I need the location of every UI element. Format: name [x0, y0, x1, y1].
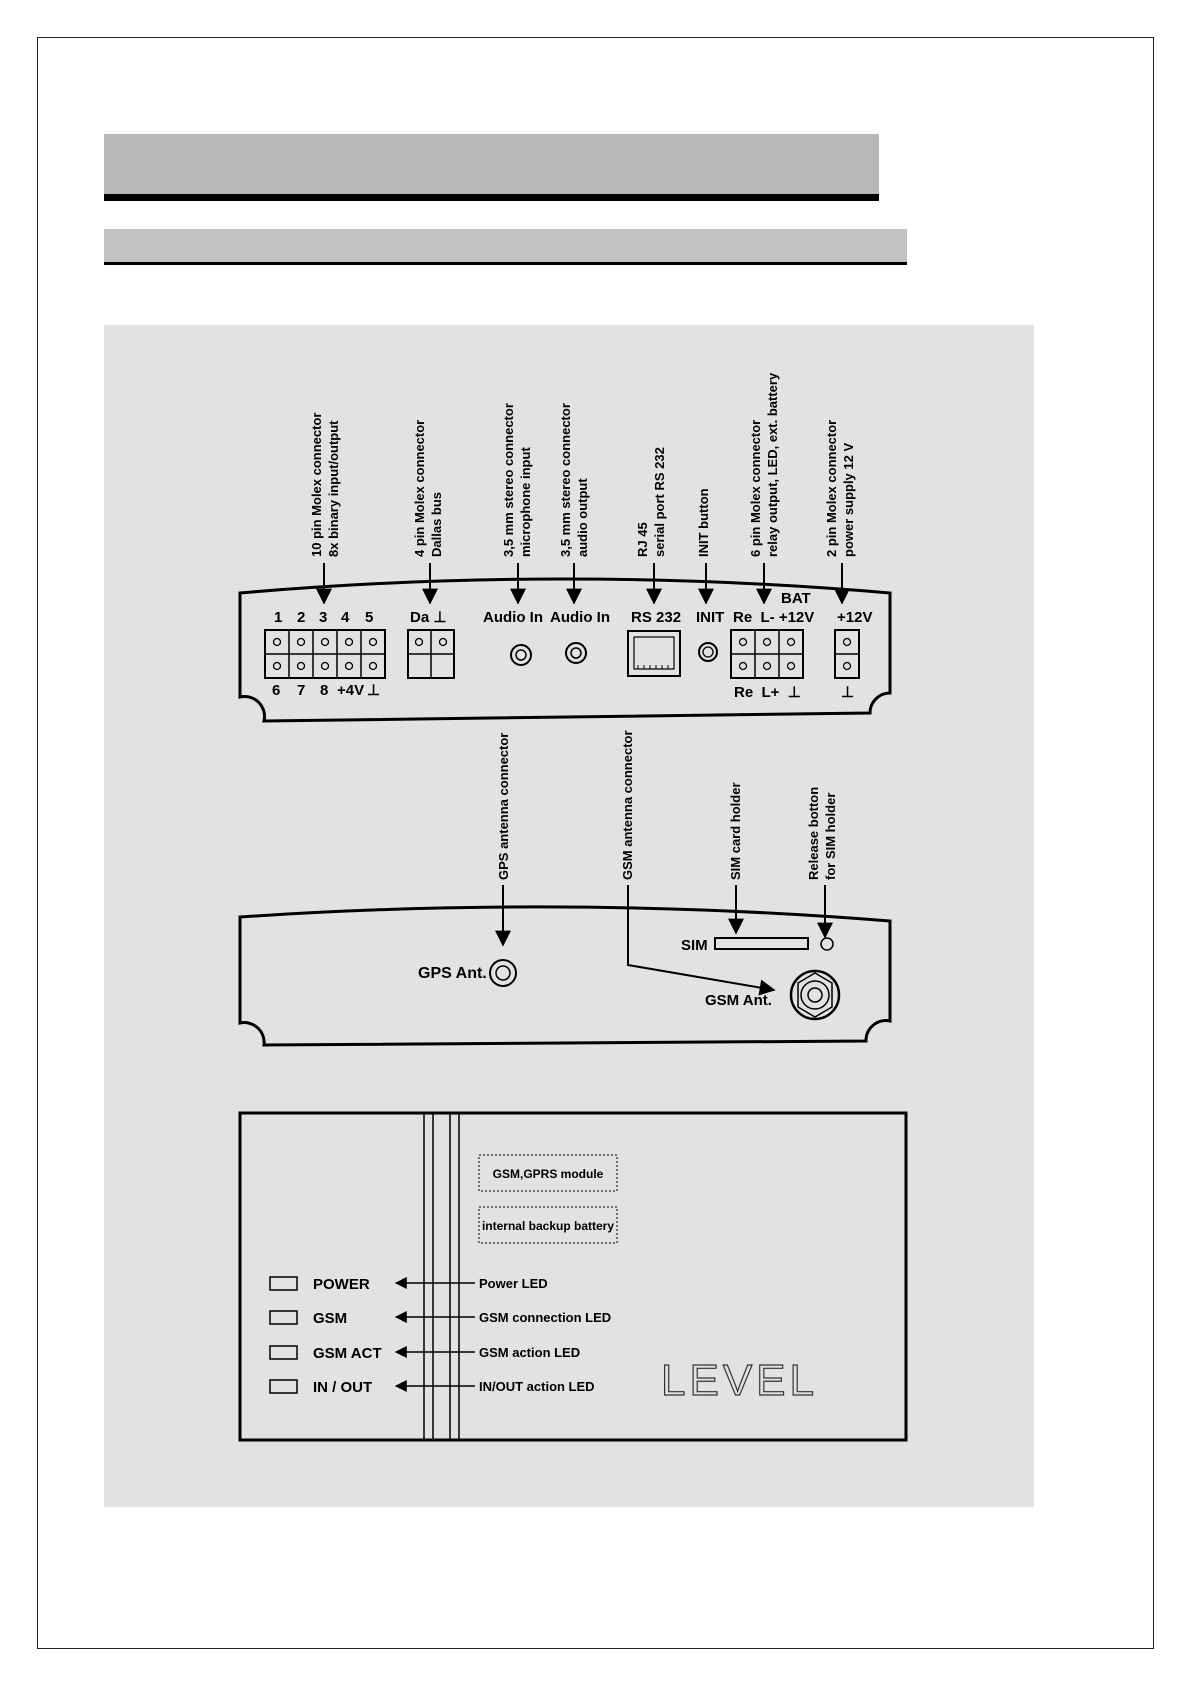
- pin-label-3: 3: [319, 609, 327, 626]
- callout-rj45-l1: RJ 45: [635, 522, 650, 557]
- power-bottom-label: ⊥: [841, 684, 854, 701]
- audio-jack-out: [565, 642, 587, 664]
- molex10-connector: 1 2 3 4 5 6 7 8 +4V ⊥: [264, 609, 386, 699]
- gsm-ant-label: GSM Ant.: [705, 992, 772, 1009]
- top-view: GSM,GPRS module internal backup battery …: [238, 1111, 908, 1442]
- led-row-gsm: GSM GSM connection LED: [269, 1310, 611, 1327]
- gps-antenna-connector: [489, 959, 517, 987]
- gsm-antenna-connector: [789, 969, 841, 1021]
- callout-molex6-l1: 6 pin Molex connector: [748, 420, 763, 557]
- callout-molex10-l2: 8x binary input/output: [326, 420, 341, 557]
- rj45-port: [627, 630, 681, 677]
- gps-ant-label: GPS Ant.: [418, 965, 487, 982]
- pin-label-6: 6: [272, 682, 280, 699]
- sim-card-slot: [714, 937, 809, 950]
- callout-audio-mic-l1: 3,5 mm stereo connector: [501, 403, 516, 557]
- led-row-power: POWER Power LED: [269, 1276, 548, 1293]
- callout-init: INIT button: [696, 488, 711, 557]
- callout-molex10-l1: 10 pin Molex connector: [309, 413, 324, 557]
- callout-audio-mic-l2: microphone input: [518, 447, 533, 557]
- led-desc: GSM action LED: [479, 1345, 580, 1360]
- pin-label-7: 7: [297, 682, 305, 699]
- antenna-panel-outline: [238, 905, 892, 1047]
- callout-release-l2: for SIM holder: [823, 793, 838, 880]
- relay-top-label: Re L- +12V: [733, 609, 814, 626]
- connector-panel: 10 pin Molex connector 8x binary input/o…: [238, 372, 892, 723]
- led-indicator: [269, 1310, 298, 1325]
- callout-release-l1: Release botton: [806, 787, 821, 880]
- led-name: GSM ACT: [313, 1345, 382, 1362]
- power-top-label: +12V: [837, 609, 872, 626]
- callout-gsm: GSM antenna connector: [620, 730, 635, 880]
- led-desc: Power LED: [479, 1276, 548, 1291]
- top-view-rails: [423, 1113, 460, 1440]
- callout-molex6-l2: relay output, LED, ext. battery: [765, 372, 780, 557]
- connector-arrows: [316, 563, 850, 605]
- led-desc: IN/OUT action LED: [479, 1379, 595, 1394]
- page-frame: [37, 37, 1154, 1649]
- audio-jack-mic: [510, 644, 532, 666]
- led-name: POWER: [313, 1276, 370, 1293]
- led-name: IN / OUT: [313, 1379, 372, 1396]
- callout-sim: SIM card holder: [728, 782, 743, 880]
- pin-label-gnd: ⊥: [367, 682, 380, 699]
- audio-in-label-2: Audio In: [550, 609, 610, 626]
- top-view-outline: [238, 1111, 908, 1442]
- init-button: [698, 642, 718, 662]
- led-name: GSM: [313, 1310, 347, 1327]
- connector-panel-outline: [238, 577, 892, 723]
- level-logo: LEVEL: [661, 1356, 818, 1405]
- sim-release-button: [820, 937, 834, 951]
- section-header-underline: [104, 194, 879, 201]
- relay-bottom-label: Re L+ ⊥: [734, 684, 801, 701]
- device-diagram-panel: 10 pin Molex connector 8x binary input/o…: [104, 325, 1034, 1507]
- module-box-gsm: GSM,GPRS module: [478, 1154, 618, 1192]
- pin-label-2: 2: [297, 609, 305, 626]
- pin-label-4: 4: [341, 609, 350, 626]
- antenna-arrows: [495, 885, 833, 996]
- led-indicator: [269, 1379, 298, 1394]
- led-row-gsm-act: GSM ACT GSM action LED: [269, 1345, 580, 1362]
- led-indicator: [269, 1345, 298, 1360]
- pin-label-8: 8: [320, 682, 328, 699]
- pin-label-1: 1: [274, 609, 282, 626]
- audio-in-label-1: Audio In: [483, 609, 543, 626]
- callout-rj45-l2: serial port RS 232: [652, 447, 667, 557]
- callout-molex4-l2: Dallas bus: [429, 492, 444, 557]
- led-row-inout: IN / OUT IN/OUT action LED: [269, 1379, 595, 1396]
- init-label: INIT: [696, 609, 724, 626]
- module-label-gsm: GSM,GPRS module: [493, 1167, 604, 1181]
- callout-gps: GPS antenna connector: [496, 733, 511, 880]
- molex2-connector: [834, 629, 860, 679]
- section-header-bar: [104, 134, 879, 196]
- molex6-connector: [730, 629, 804, 679]
- molex4-connector: Da ⊥: [407, 609, 455, 679]
- callout-molex2-l2: power supply 12 V: [841, 443, 856, 557]
- pin-label-5: 5: [365, 609, 373, 626]
- rs232-label: RS 232: [631, 609, 681, 626]
- antenna-panel: GPS antenna connector GSM antenna connec…: [238, 730, 892, 1047]
- led-indicator: [269, 1276, 298, 1291]
- pin-label-4v: +4V: [337, 682, 364, 699]
- sim-label: SIM: [681, 937, 708, 954]
- callout-molex2-l1: 2 pin Molex connector: [824, 420, 839, 557]
- callout-audio-out-l1: 3,5 mm stereo connector: [558, 403, 573, 557]
- callout-molex4-l1: 4 pin Molex connector: [412, 420, 427, 557]
- led-desc: GSM connection LED: [479, 1310, 611, 1325]
- callout-audio-out-l2: audio output: [575, 478, 590, 557]
- subsection-header-bar: [104, 229, 907, 265]
- module-box-battery: internal backup battery: [478, 1206, 618, 1244]
- dallas-label: Da ⊥: [410, 609, 446, 626]
- bat-label: BAT: [781, 590, 811, 607]
- module-label-battery: internal backup battery: [482, 1219, 614, 1233]
- device-diagram: 10 pin Molex connector 8x binary input/o…: [238, 372, 908, 1442]
